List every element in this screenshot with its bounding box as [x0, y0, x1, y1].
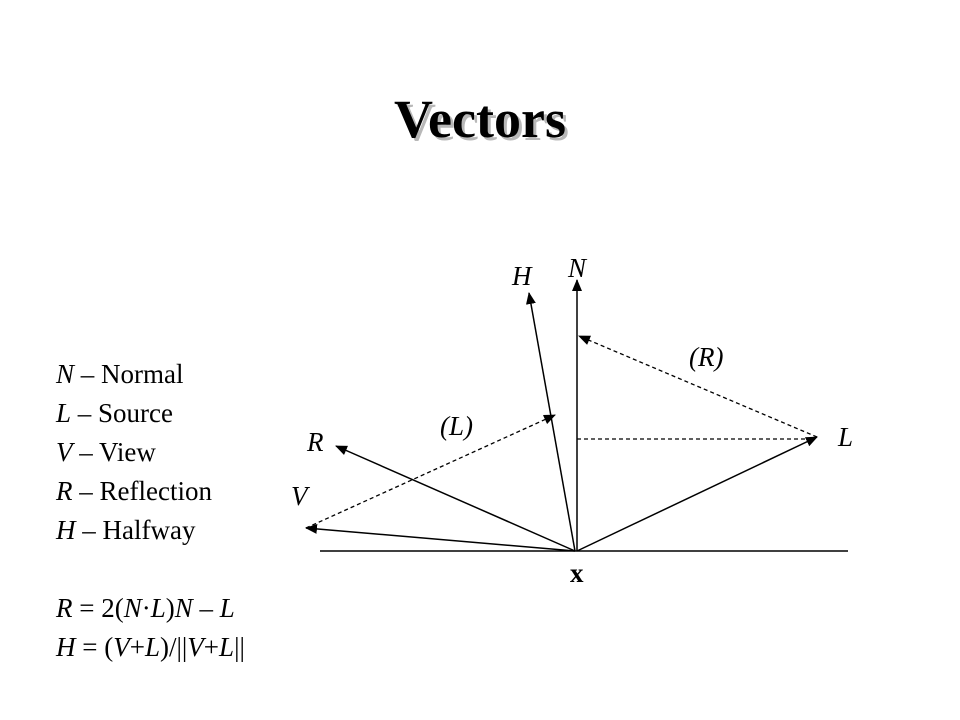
- legend-description: Reflection: [99, 476, 212, 506]
- legend: N – Normal L – Source V – View R – Refle…: [56, 355, 245, 667]
- origin-point-label: x: [570, 558, 584, 588]
- legend-item-reflection: R – Reflection: [56, 472, 245, 511]
- legend-item-normal: N – Normal: [56, 355, 245, 394]
- formula-text: +: [203, 632, 220, 662]
- source-vector-label: L: [837, 422, 853, 452]
- legend-dash: –: [79, 437, 100, 467]
- legend-symbol: L: [56, 398, 72, 428]
- legend-item-view: V – View: [56, 433, 245, 472]
- legend-dash: –: [80, 359, 102, 389]
- legend-description: View: [99, 437, 156, 467]
- legend-description: Normal: [101, 359, 184, 389]
- normal-vector-label: N: [567, 253, 588, 283]
- reflection-vector-label: R: [306, 427, 324, 457]
- formula-term: R: [56, 593, 73, 623]
- formula-term: V: [187, 632, 204, 662]
- formula-term: L: [144, 632, 160, 662]
- source-projection-label: (L): [440, 411, 473, 441]
- formula-text: )/||: [159, 632, 188, 662]
- legend-dash: –: [82, 515, 103, 545]
- legend-description: Halfway: [102, 515, 196, 545]
- view-vector-arrow: [305, 523, 576, 552]
- formula-reflection: R = 2(N·L)N – L: [56, 589, 245, 628]
- legend-symbol: H: [56, 515, 76, 545]
- halfway-vector-label: H: [511, 261, 533, 291]
- legend-description: Source: [98, 398, 174, 428]
- legend-item-source: L – Source: [56, 394, 245, 433]
- reflection-projection-dashed-arrow: [578, 335, 818, 438]
- legend-symbol: R: [56, 476, 73, 506]
- formula-text: ||: [234, 632, 245, 662]
- view-vector-label: V: [291, 481, 311, 511]
- legend-dash: –: [79, 476, 100, 506]
- source-projection-dashed-arrow: [305, 414, 556, 529]
- formula-term: H: [56, 632, 76, 662]
- legend-symbol: N: [56, 359, 75, 389]
- formula-term: V: [113, 632, 130, 662]
- source-vector-arrow: [576, 436, 818, 552]
- legend-item-halfway: H – Halfway: [56, 511, 245, 550]
- formula-text: = (: [75, 632, 114, 662]
- formula-term: L: [150, 593, 166, 623]
- page-title: Vectors: [394, 89, 566, 149]
- reflection-vector-arrow: [335, 445, 576, 552]
- formula-text: ·: [141, 593, 151, 623]
- formula-term: L: [219, 632, 235, 662]
- formula-term: N: [174, 593, 193, 623]
- halfway-vector-arrow: [526, 292, 576, 552]
- formula-halfway: H = (V+L)/||V+L||: [56, 628, 245, 667]
- formula-term: L: [219, 593, 235, 623]
- reflection-projection-label: (R): [689, 342, 723, 372]
- formula-term: N: [123, 593, 142, 623]
- formula-text: = 2(: [72, 593, 124, 623]
- legend-dash: –: [77, 398, 99, 428]
- formula-text: –: [192, 593, 220, 623]
- formula-text: ): [165, 593, 175, 623]
- legend-symbol: V: [56, 437, 73, 467]
- formula-text: +: [129, 632, 145, 662]
